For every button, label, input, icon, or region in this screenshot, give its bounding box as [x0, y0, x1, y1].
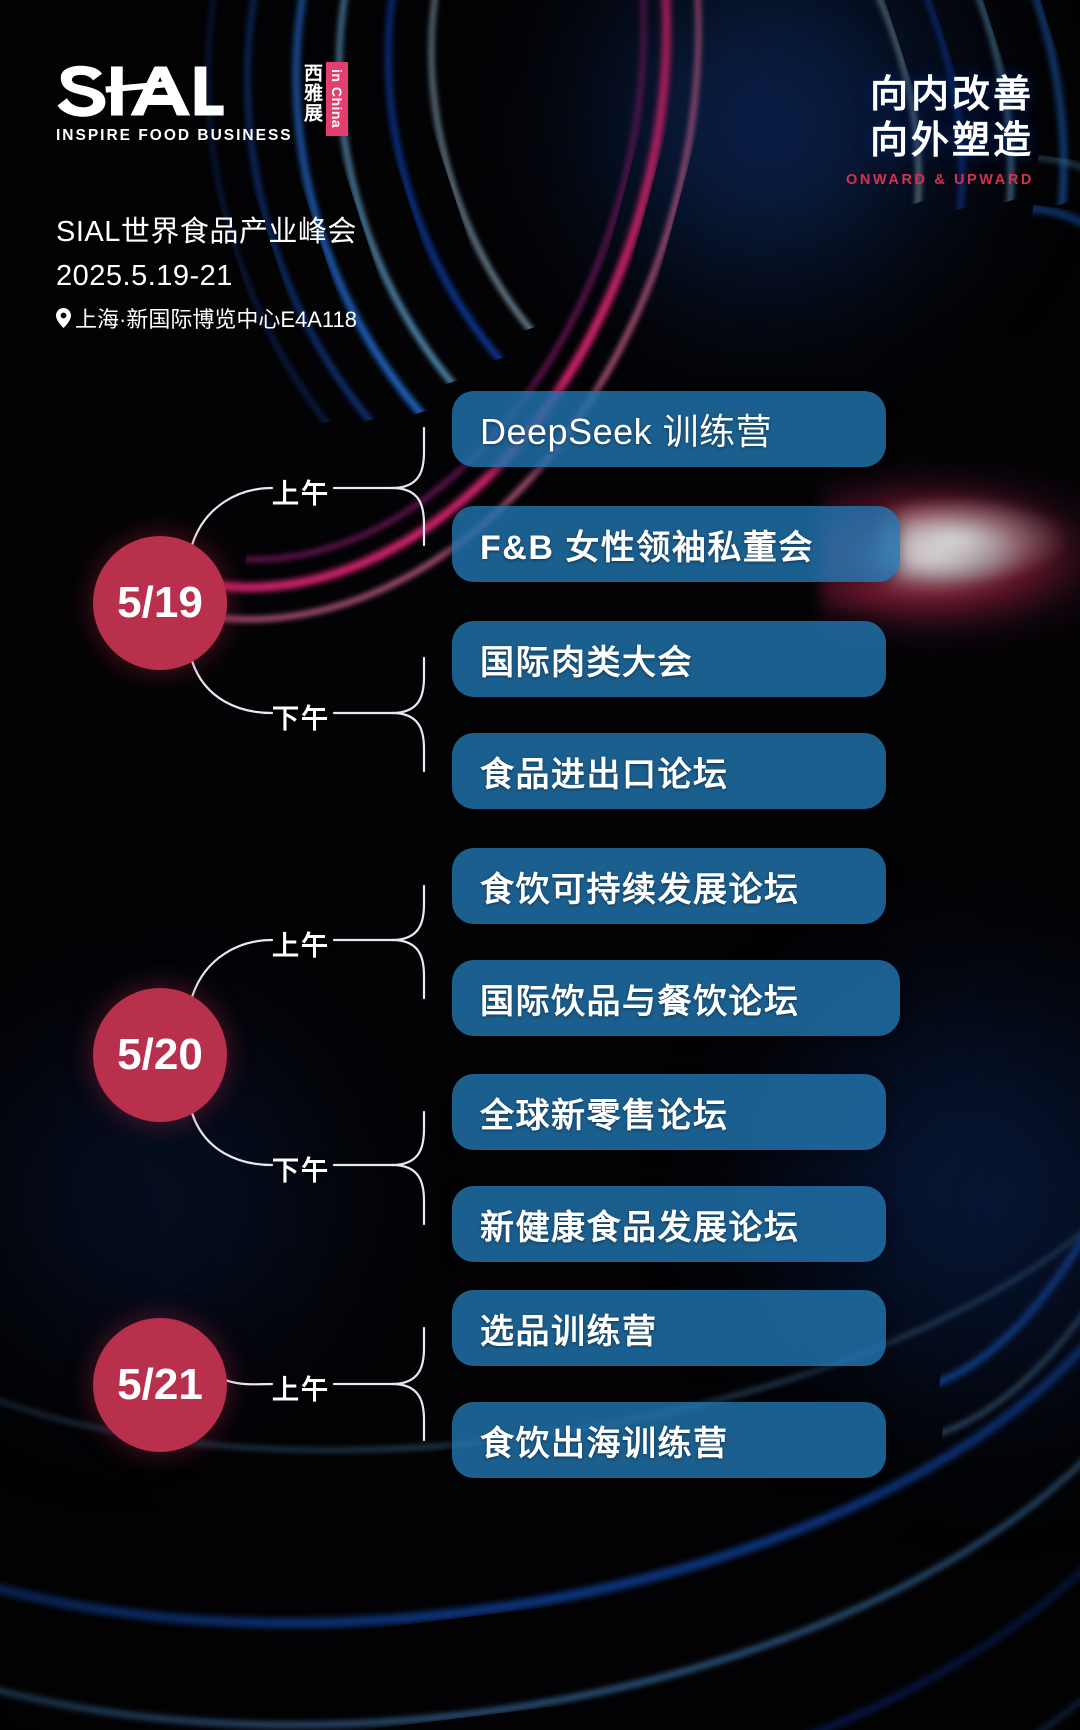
day-circle-2[interactable]: 5/21 — [93, 1318, 227, 1452]
slogan-line-2: 向外塑造 — [869, 120, 1034, 163]
location-pin-icon — [56, 308, 71, 328]
period-label-2-0: 上午 — [272, 1375, 330, 1405]
session-label: 食品进出口论坛 — [480, 755, 729, 794]
session-pill-0-0-1[interactable]: F&B 女性领袖私董会 — [452, 506, 900, 582]
day-circle-1[interactable]: 5/20 — [93, 988, 227, 1122]
session-label: 选品训练营 — [480, 1312, 658, 1351]
session-pill-2-0-0[interactable]: 选品训练营 — [452, 1290, 886, 1366]
slogan-block: 向内改善 向外塑造 ONWARD & UPWARD — [846, 72, 1034, 188]
session-pill-1-0-1[interactable]: 国际饮品与餐饮论坛 — [452, 960, 900, 1036]
period-label-0-1: 下午 — [272, 704, 330, 734]
sial-logo: INSPIRE FOOD BUSINESS 西雅展 in China — [56, 62, 349, 145]
session-label: 全球新零售论坛 — [480, 1096, 729, 1135]
session-label: 食饮可持续发展论坛 — [480, 870, 800, 909]
session-label: 国际饮品与餐饮论坛 — [480, 982, 800, 1021]
session-pill-1-1-0[interactable]: 全球新零售论坛 — [452, 1074, 886, 1150]
sial-tagline: INSPIRE FOOD BUSINESS — [56, 127, 293, 144]
sial-cn-vertical: 西雅展 — [301, 63, 323, 123]
period-label-0-0: 上午 — [272, 479, 330, 509]
session-label: F&B 女性领袖私董会 — [480, 528, 814, 567]
session-pill-1-0-0[interactable]: 食饮可持续发展论坛 — [452, 848, 886, 924]
session-pill-0-0-0[interactable]: DeepSeek 训练营 — [452, 391, 886, 467]
session-label: 国际肉类大会 — [480, 643, 693, 682]
event-venue-row: 上海·新国际博览中心E4A118 — [56, 302, 357, 334]
poster-header: INSPIRE FOOD BUSINESS 西雅展 in China 向内改善 … — [0, 0, 1080, 360]
session-pill-0-1-1[interactable]: 食品进出口论坛 — [452, 733, 886, 809]
period-label-1-0: 上午 — [272, 931, 330, 961]
session-label: 新健康食品发展论坛 — [480, 1208, 800, 1247]
event-info: SIAL世界食品产业峰会 2025.5.19-21 上海·新国际博览中心E4A1… — [56, 208, 357, 334]
session-pill-2-0-1[interactable]: 食饮出海训练营 — [452, 1402, 886, 1478]
event-dates: 2025.5.19-21 — [56, 260, 233, 292]
period-label-1-1: 下午 — [272, 1156, 330, 1186]
session-pill-0-1-0[interactable]: 国际肉类大会 — [452, 621, 886, 697]
session-label: DeepSeek 训练营 — [480, 411, 773, 452]
slogan-line-1: 向内改善 — [869, 74, 1034, 116]
in-china-badge: in China — [326, 62, 349, 136]
sial-wordmark-icon — [57, 65, 224, 117]
day-circle-0[interactable]: 5/19 — [93, 536, 227, 670]
event-title: SIAL世界食品产业峰会 — [56, 216, 357, 248]
event-venue-text: 上海·新国际博览中心E4A118 — [75, 307, 357, 332]
slogan-english: ONWARD & UPWARD — [845, 171, 1034, 188]
session-label: 食饮出海训练营 — [480, 1424, 729, 1463]
session-pill-1-1-1[interactable]: 新健康食品发展论坛 — [452, 1186, 886, 1262]
